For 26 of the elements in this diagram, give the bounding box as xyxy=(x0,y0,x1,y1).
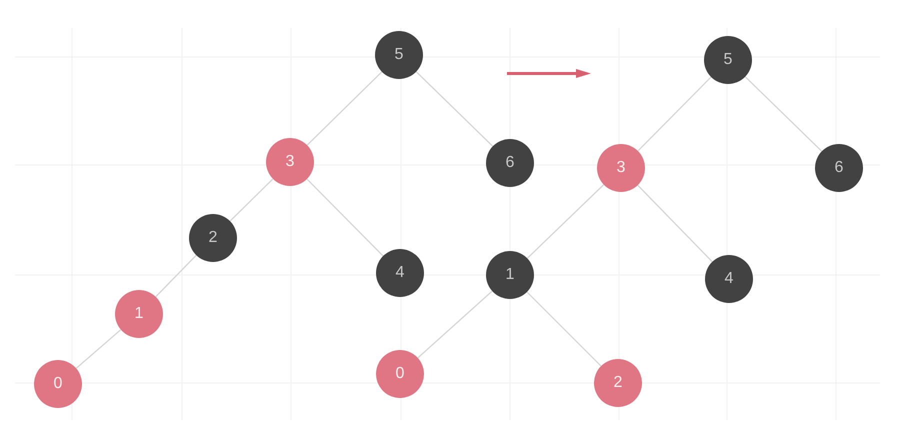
tree-edge xyxy=(76,329,122,369)
tree-node: 6 xyxy=(815,144,863,192)
tree-edge xyxy=(306,178,384,256)
tree-node: 1 xyxy=(486,251,534,299)
tree-node: 5 xyxy=(704,36,752,84)
tree-node: 0 xyxy=(34,360,82,408)
tree-edge xyxy=(637,184,713,262)
tree-edge xyxy=(416,71,494,147)
tree-edge xyxy=(526,292,602,366)
tree-node: 2 xyxy=(594,359,642,407)
tree-node: 0 xyxy=(376,350,424,398)
tree-edge xyxy=(744,76,822,152)
tree-node: 3 xyxy=(266,138,314,186)
tree-node: 4 xyxy=(705,255,753,303)
tree-node: 6 xyxy=(486,139,534,187)
tree-node: 4 xyxy=(376,249,424,297)
tree-edge xyxy=(637,76,712,152)
tree-node: 2 xyxy=(189,214,237,262)
tree-edge xyxy=(155,254,197,298)
tree-edge xyxy=(230,178,274,222)
tree-node: 5 xyxy=(375,31,423,79)
tree-edge xyxy=(417,290,493,358)
tree-node: 1 xyxy=(115,290,163,338)
tree-edge xyxy=(306,71,382,146)
tree-edge xyxy=(526,184,604,259)
tree-node: 3 xyxy=(597,144,645,192)
